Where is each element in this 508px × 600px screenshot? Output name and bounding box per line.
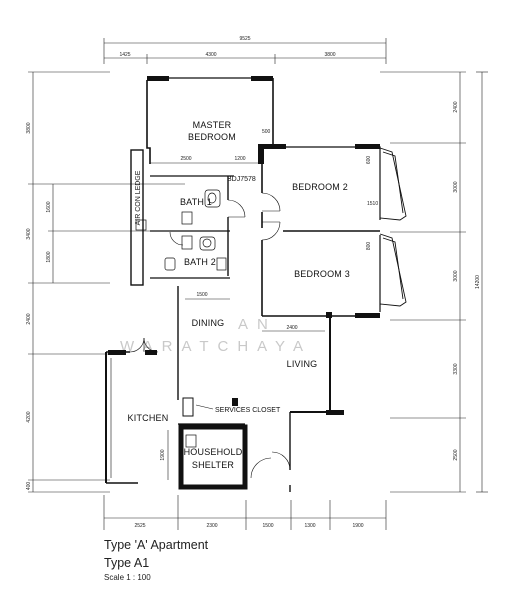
dim-top-2: 4300 <box>205 52 216 58</box>
caption-apartment-type: Type 'A' Apartment <box>104 538 209 552</box>
dim-living: 2400 <box>286 325 297 331</box>
label-living: LIVING <box>287 359 318 369</box>
dim-left-1: 3800 <box>26 122 32 133</box>
dim-left-3: 2400 <box>26 313 32 324</box>
dim-bottom-2: 2300 <box>206 523 217 529</box>
label-kitchen: KITCHEN <box>128 413 169 423</box>
dim-bottom-1: 2525 <box>134 523 145 529</box>
watermark-line2: WARATCHAYA <box>120 338 312 355</box>
label-master-bedroom-1: MASTER <box>193 120 232 130</box>
dim-top-3: 3800 <box>324 52 335 58</box>
dim-top-1: 1425 <box>119 52 130 58</box>
caption-subtype: Type A1 <box>104 556 150 570</box>
dim-master-wardrobe: 500 <box>262 129 271 135</box>
watermark-line1: AN <box>238 316 277 333</box>
label-master-bedroom-2: BEDROOM <box>188 132 236 142</box>
dim-top-total: 9525 <box>239 36 250 42</box>
label-household-shelter-1: HOUSEHOLD <box>184 447 243 457</box>
dim-passage: 1200 <box>234 156 245 162</box>
dim-bedroom3-robe: 800 <box>366 242 372 251</box>
label-household-shelter-2: SHELTER <box>192 460 235 470</box>
column-blocks <box>108 76 380 415</box>
dim-right-total: 14200 <box>475 275 481 289</box>
dim-right-3: 3000 <box>453 270 459 281</box>
dim-right-1: 2400 <box>453 101 459 112</box>
household-shelter-walls <box>178 424 248 490</box>
label-bath-1: BATH 1 <box>180 197 212 207</box>
label-bedroom2-sill: 1510 <box>367 201 378 207</box>
dim-bottom-3: 1500 <box>262 523 273 529</box>
dim-dining: 1500 <box>196 292 207 298</box>
label-bath-2: BATH 2 <box>184 257 216 267</box>
dim-bottom-5: 1900 <box>352 523 363 529</box>
dimension-lines <box>28 38 488 530</box>
dim-left-inner-1: 1600 <box>46 201 52 212</box>
dim-right-4: 3300 <box>453 363 459 374</box>
label-bedroom-2: BEDROOM 2 <box>292 182 348 192</box>
bay-windows <box>379 147 407 307</box>
door-swings <box>129 192 291 479</box>
dim-bottom-4: 1300 <box>304 523 315 529</box>
dim-kitchen: 1900 <box>160 449 166 460</box>
label-bedroom-3: BEDROOM 3 <box>294 269 350 279</box>
caption-scale: Scale 1 : 100 <box>104 573 151 582</box>
dim-left-inner-2: 1800 <box>46 251 52 262</box>
room-labels: MASTER BEDROOM BEDROOM 2 BEDROOM 3 BATH … <box>128 120 379 470</box>
label-code: BDJ7578 <box>227 176 256 183</box>
bath-fixtures <box>135 189 227 448</box>
dim-left-5: 400 <box>26 482 32 491</box>
dim-right-5: 2500 <box>453 449 459 460</box>
dim-left-2: 3400 <box>26 228 32 239</box>
dim-right-2: 3000 <box>453 181 459 192</box>
label-dining: DINING <box>192 318 225 328</box>
dim-bedroom2-robe: 600 <box>366 156 372 165</box>
watermark: AN WARATCHAYA <box>120 316 312 355</box>
dim-bath-width: 2500 <box>180 156 191 162</box>
label-services-closet: SERVICES CLOSET <box>215 407 281 414</box>
dim-left-4: 4200 <box>26 411 32 422</box>
label-air-con-ledge: AIR CON LEDGE <box>135 170 142 225</box>
dimension-text: 9525 1425 4300 3800 2525 2300 1500 1300 … <box>26 36 481 529</box>
